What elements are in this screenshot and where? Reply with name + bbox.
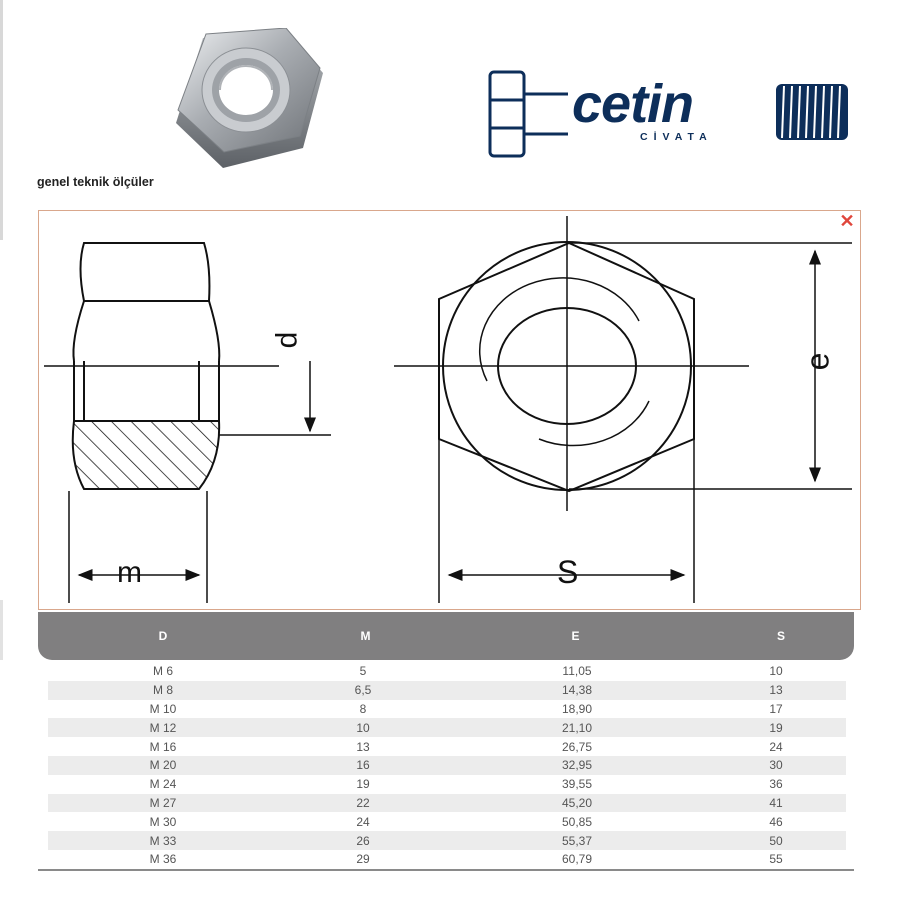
cell-s: 46 [769, 814, 783, 829]
cell-s: 55 [769, 852, 783, 867]
cell-m: 10 [356, 720, 370, 735]
table-row: M 6 5 11,05 10 [48, 662, 846, 681]
cell-m: 24 [356, 814, 370, 829]
table-row: M 20 16 32,95 30 [48, 755, 846, 775]
table-row: M 27 22 45,20 41 [48, 793, 846, 813]
left-edge-rule [0, 600, 3, 660]
cell-s: 24 [769, 739, 783, 754]
cetin-logo [488, 70, 848, 158]
cell-m: 6,5 [354, 683, 372, 698]
cell-e: 60,79 [561, 852, 593, 867]
cell-m: 19 [356, 777, 370, 792]
cell-d: M 10 [149, 701, 177, 716]
cell-e: 50,85 [561, 814, 593, 829]
column-header-s: S [776, 629, 785, 643]
column-header-m: M [360, 629, 371, 643]
table-row: M 10 8 18,90 17 [48, 700, 846, 719]
table-row: M 16 13 26,75 24 [48, 737, 846, 756]
close-icon[interactable]: ✕ [839, 211, 855, 231]
table-row: M 12 10 21,10 19 [48, 718, 846, 738]
cell-e: 39,55 [561, 777, 593, 792]
cell-s: 30 [769, 758, 783, 773]
cell-m: 29 [356, 852, 370, 867]
cell-e: 14,38 [561, 683, 593, 698]
hex-nut-photo [176, 28, 323, 168]
table-row: M 24 19 39,55 36 [48, 775, 846, 794]
drawing-svg [44, 216, 852, 603]
caption: genel teknik ölçüler [37, 175, 154, 189]
cell-s: 10 [769, 664, 783, 679]
cell-s: 41 [769, 795, 783, 810]
cell-m: 16 [356, 758, 370, 773]
cell-d: M 8 [152, 683, 173, 698]
logo-subtitle: CİVATA [640, 131, 713, 143]
table-row: M 30 24 50,85 46 [48, 812, 846, 831]
cell-e: 21,10 [561, 720, 593, 735]
cell-e: 32,95 [561, 758, 593, 773]
dimension-label-m: m [117, 556, 142, 589]
cell-d: M 20 [149, 758, 177, 773]
cell-s: 50 [769, 833, 783, 848]
cell-d: M 6 [152, 664, 173, 679]
cell-e: 18,90 [561, 701, 593, 716]
dimension-label-e: e [799, 352, 836, 371]
column-header-d: D [158, 629, 168, 643]
cell-d: M 12 [149, 720, 177, 735]
cell-e: 26,75 [561, 739, 593, 754]
cell-d: M 24 [149, 777, 177, 792]
table-row: M 36 29 60,79 55 [48, 850, 846, 869]
dimension-label-d: d [270, 331, 304, 349]
cell-m: 13 [356, 739, 370, 754]
cell-d: M 16 [149, 739, 177, 754]
cell-m: 26 [356, 833, 370, 848]
cell-e: 55,37 [561, 833, 593, 848]
left-edge-rule [0, 0, 3, 240]
cell-e: 45,20 [561, 795, 593, 810]
cell-e: 11,05 [562, 664, 592, 679]
cell-s: 19 [769, 720, 783, 735]
technical-drawing: ✕ m S d e [38, 210, 861, 610]
cell-d: M 30 [149, 814, 177, 829]
cell-m: 8 [359, 701, 367, 716]
cell-s: 13 [769, 683, 783, 698]
table-body: M 6 5 11,05 10 M 8 6,5 14,38 13 M 10 8 1… [48, 662, 846, 869]
column-header-e: E [571, 629, 580, 643]
cell-s: 36 [769, 777, 783, 792]
cell-d: M 33 [149, 833, 177, 848]
table-row: M 8 6,5 14,38 13 [48, 680, 846, 700]
cell-m: 5 [359, 664, 367, 679]
cell-m: 22 [356, 795, 370, 810]
dimension-label-s: S [557, 554, 579, 590]
cell-d: M 36 [149, 852, 177, 867]
cell-d: M 27 [149, 795, 177, 810]
table-header: D M E S [38, 612, 854, 660]
table-bottom-rule [38, 869, 854, 871]
logo-brand: cetin [572, 74, 694, 134]
table-row: M 33 26 55,37 50 [48, 831, 846, 850]
cell-s: 17 [769, 701, 783, 716]
